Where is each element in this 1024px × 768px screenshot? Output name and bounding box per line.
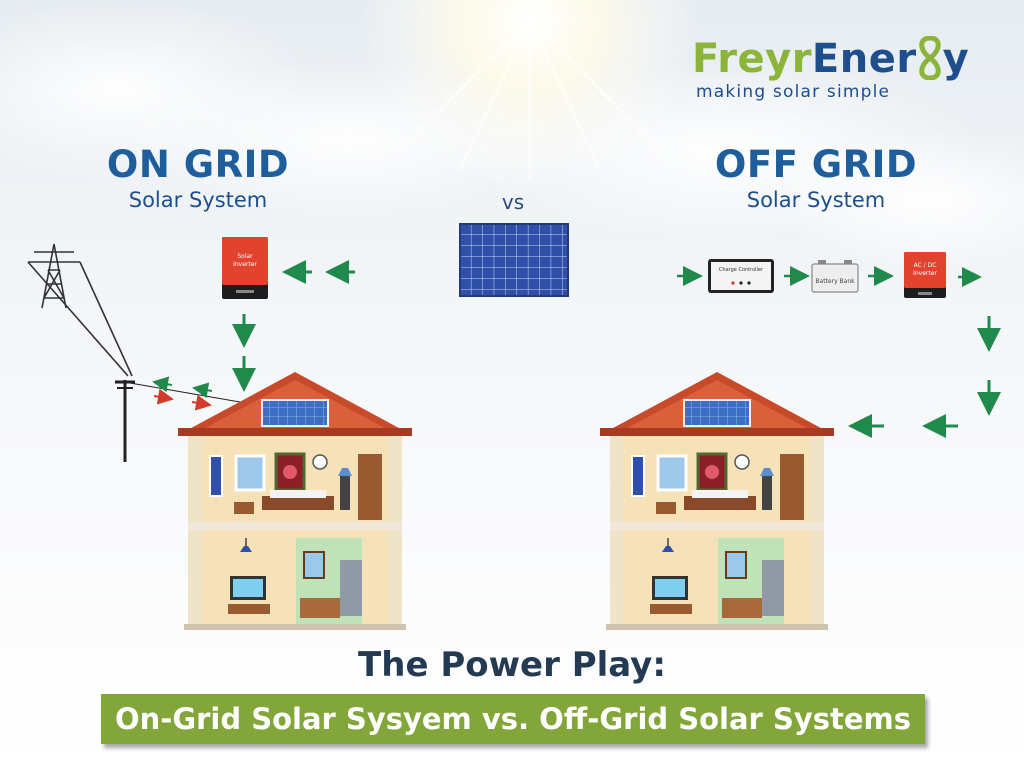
battery-bank-label: Battery Bank xyxy=(815,278,855,285)
solar-inverter-label-1: Solar xyxy=(237,253,253,260)
on-grid-house xyxy=(176,370,414,632)
arrow-grid-export xyxy=(153,388,212,411)
solar-panel xyxy=(459,223,569,297)
vs-label: vs xyxy=(501,190,525,214)
power-play-title: The Power Play: xyxy=(358,645,666,685)
charge-controller: Charge Controller xyxy=(708,259,774,293)
infinity-8-icon xyxy=(918,35,941,81)
arrow-grid-import xyxy=(152,376,213,399)
charge-controller-label: Charge Controller xyxy=(719,267,764,273)
logo-tagline: making solar simple xyxy=(696,82,891,102)
on-grid-title: ON GRID xyxy=(106,143,290,186)
off-grid-subtitle: Solar System xyxy=(746,188,886,212)
acdc-inverter-label-1: AC / DC xyxy=(914,262,937,269)
logo-brand-y: y xyxy=(942,36,970,82)
off-grid-house xyxy=(598,370,836,632)
acdc-inverter-label-2: Inverter xyxy=(913,270,937,277)
utility-pole-icon xyxy=(115,380,241,462)
logo-brand-freyr: Freyr xyxy=(692,36,812,82)
solar-inverter: Solar Inverter xyxy=(222,237,268,299)
cloud xyxy=(770,130,1024,270)
comparison-banner: On-Grid Solar Sysyem vs. Off-Grid Solar … xyxy=(101,694,925,744)
logo-brand-ener: Ener xyxy=(811,36,917,82)
on-grid-heading: ON GRID Solar System xyxy=(48,143,348,212)
transmission-tower-icon xyxy=(27,243,133,377)
sun-rays xyxy=(398,18,662,180)
solar-inverter-label-2: Inverter xyxy=(233,261,257,268)
off-grid-title: OFF GRID xyxy=(714,143,918,186)
off-grid-heading: OFF GRID Solar System xyxy=(666,143,966,212)
battery-bank: Battery Bank xyxy=(811,260,859,293)
acdc-inverter: AC / DC Inverter xyxy=(904,252,946,298)
on-grid-subtitle: Solar System xyxy=(128,188,268,212)
